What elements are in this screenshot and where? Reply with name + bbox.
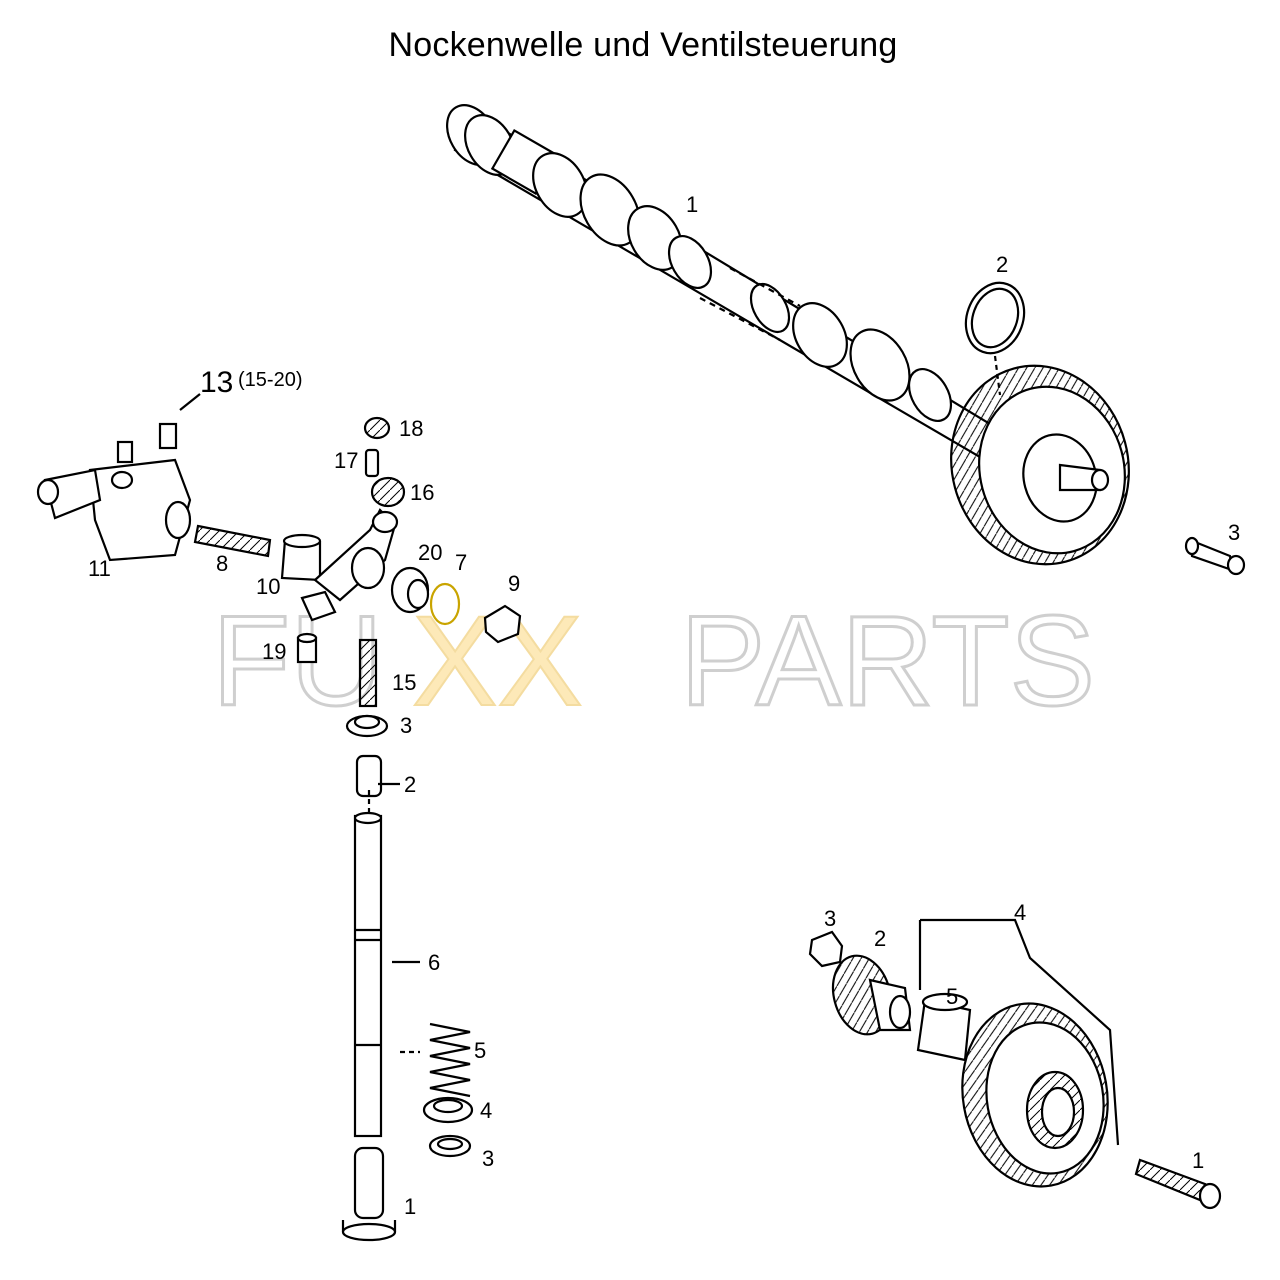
label-rocker-6: 6 [428,950,440,975]
label-gear-3: 3 [824,906,836,931]
label-rocker-19: 19 [262,639,286,664]
label-gear-5: 5 [946,984,958,1009]
page-title: Nockenwelle und Ventilsteuerung [388,26,898,64]
label-rocker-1: 1 [404,1194,416,1219]
watermark: FU XX PARTS [211,589,1097,735]
label-rocker-7: 7 [455,550,467,575]
label-camshaft-2: 2 [996,252,1008,277]
label-rocker-9: 9 [508,571,520,596]
label-gear-1: 1 [1192,1148,1204,1173]
label-rocker-8: 8 [216,551,228,576]
label-rocker-13: 13 [200,366,233,399]
label-rocker-5: 5 [474,1038,486,1063]
label-camshaft-1: 1 [686,192,698,217]
label-rocker-18: 18 [399,416,423,441]
label-rocker-3: 3 [400,713,412,738]
label-rocker-16: 16 [410,480,434,505]
rocker-assembly-drawing [36,393,522,1242]
label-rocker-11: 11 [88,556,111,581]
label-rocker-20: 20 [418,540,442,565]
label-rocker-3b: 3 [482,1146,494,1171]
label-rocker-15: 15 [392,670,416,695]
label-gear-2: 2 [874,926,886,951]
label-rocker-15-20: (15-20) [238,369,302,391]
label-gear-4: 4 [1014,900,1026,925]
watermark-text-parts: PARTS [680,590,1095,733]
gear-assembly-drawing [808,918,1222,1210]
label-rocker-2: 2 [404,772,416,797]
camshaft-drawing [446,104,1246,576]
label-rocker-4: 4 [480,1098,492,1123]
label-camshaft-3: 3 [1228,520,1240,545]
label-rocker-10: 10 [256,574,280,599]
label-rocker-17: 17 [334,448,358,473]
